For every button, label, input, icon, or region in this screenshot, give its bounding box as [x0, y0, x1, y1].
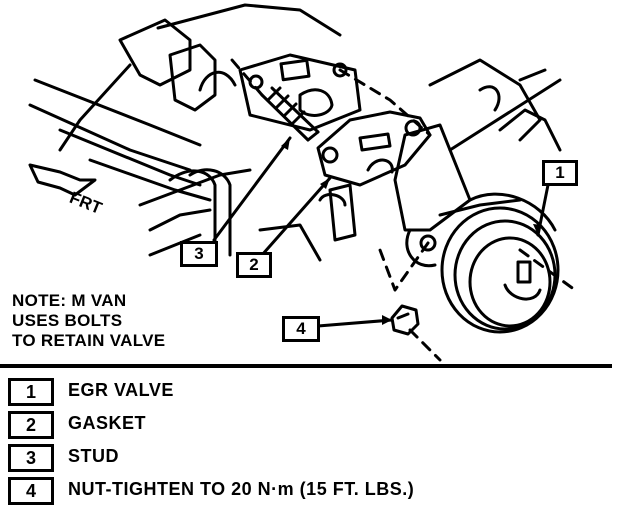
legend-divider [0, 364, 612, 368]
callout-3: 3 [180, 241, 218, 267]
legend-item: 2 GASKET [8, 411, 608, 439]
note-line-1: NOTE: M VAN [12, 291, 127, 310]
legend-label: EGR VALVE [68, 380, 174, 400]
legend-item: 1 EGR VALVE [8, 378, 608, 406]
legend-number: 2 [8, 411, 54, 439]
legend-label: GASKET [68, 413, 147, 433]
legend-label: STUD [68, 446, 119, 466]
m-van-note: NOTE: M VAN USES BOLTS TO RETAIN VALVE [12, 291, 165, 351]
note-line-2: USES BOLTS [12, 311, 123, 330]
callout-4: 4 [282, 316, 320, 342]
legend-item: 4 NUT-TIGHTEN TO 20 N·m (15 FT. LBS.) [8, 477, 608, 505]
note-line-3: TO RETAIN VALVE [12, 331, 166, 350]
legend-number: 3 [8, 444, 54, 472]
callout-1: 1 [542, 160, 578, 186]
egr-valve-illustration [28, 3, 577, 362]
legend-label: NUT-TIGHTEN TO 20 N·m (15 FT. LBS.) [68, 479, 415, 499]
legend-number: 1 [8, 378, 54, 406]
callout-2: 2 [236, 252, 272, 278]
legend-number: 4 [8, 477, 54, 505]
legend-item: 3 STUD [8, 444, 608, 472]
